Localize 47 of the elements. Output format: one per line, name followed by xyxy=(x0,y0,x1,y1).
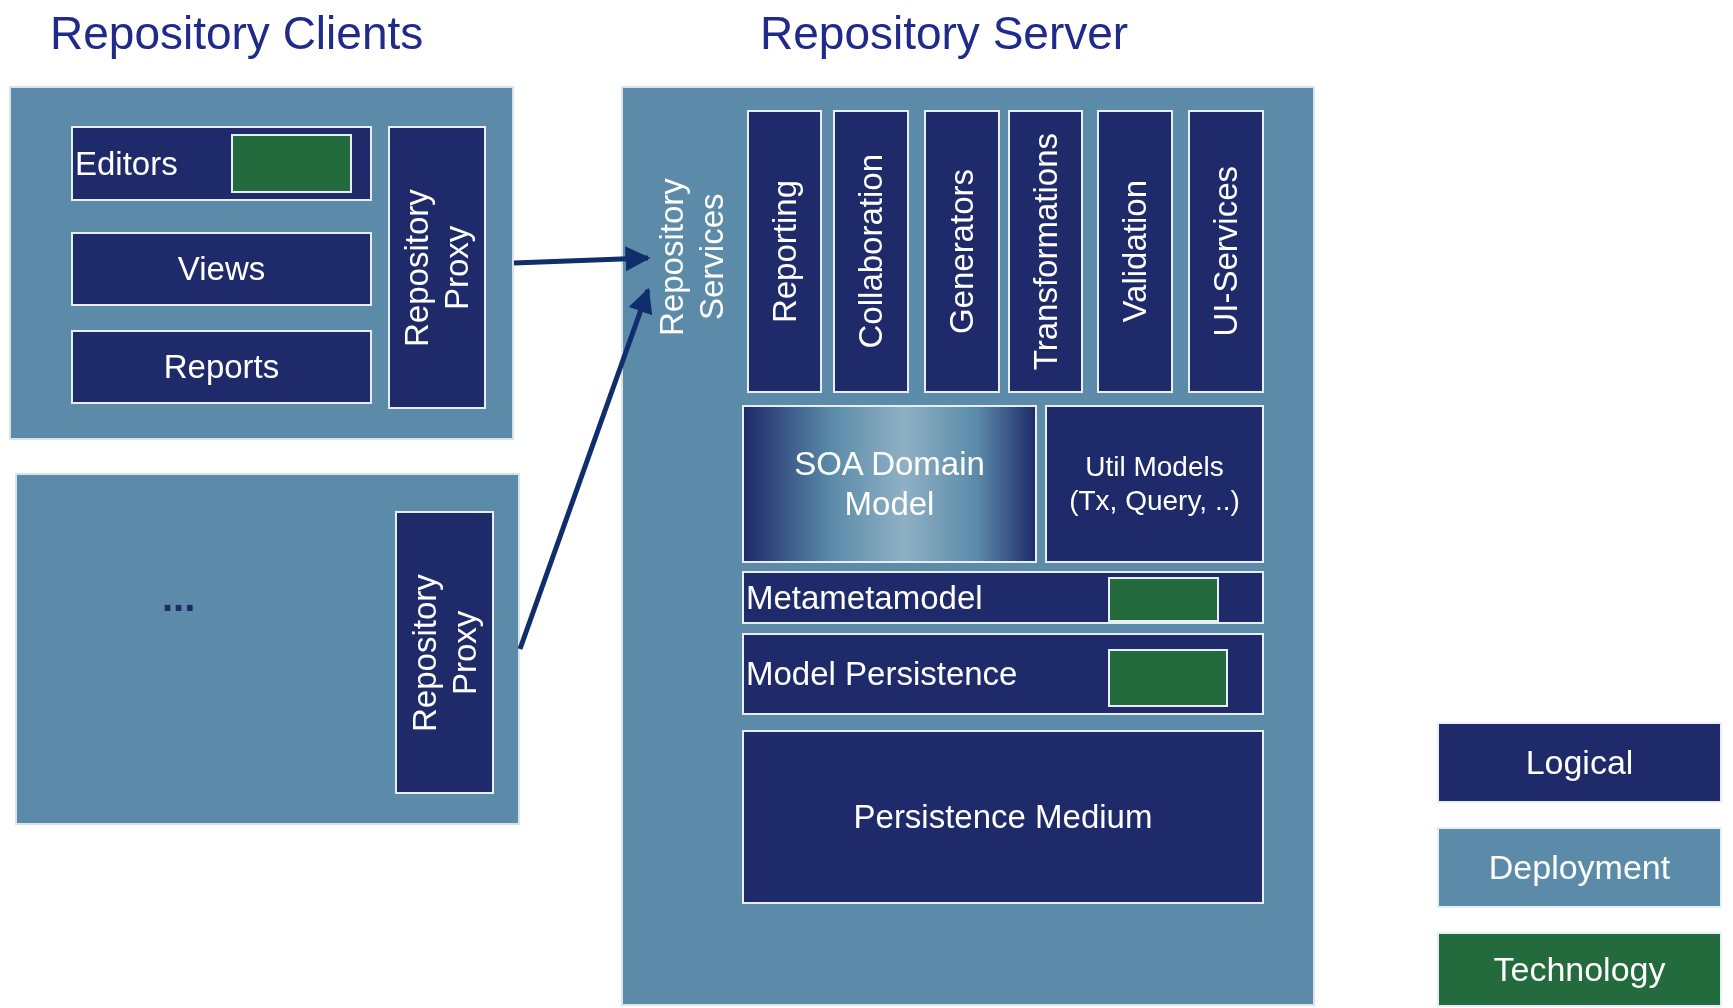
arrow xyxy=(513,246,651,272)
logical-box xyxy=(742,730,1264,904)
technology-box xyxy=(231,134,352,193)
technology-box xyxy=(1108,577,1219,622)
box-label: Persistence Medium xyxy=(853,797,1153,837)
box-label: Editors xyxy=(75,143,178,184)
legend-label: Deployment xyxy=(1488,848,1671,887)
legend-label: Logical xyxy=(1525,743,1634,782)
box-label: Util Models (Tx, Query, ..) xyxy=(1068,450,1241,518)
deployment-panel xyxy=(621,86,1315,1006)
box-label: UI-Services xyxy=(1206,166,1246,337)
logical-box xyxy=(833,110,909,393)
technology-box xyxy=(1108,649,1228,707)
logical-box xyxy=(1097,110,1173,393)
deployment-panel xyxy=(15,473,520,825)
box-label: Reporting xyxy=(764,179,804,324)
ellipsis-label: ... xyxy=(162,575,196,620)
logical-box xyxy=(1045,405,1264,563)
column-heading: Repository Clients xyxy=(50,6,424,60)
box-label: Collaboration xyxy=(851,154,891,349)
logical-box xyxy=(742,571,1264,624)
column-heading: Repository Server xyxy=(760,6,1129,60)
logical-box xyxy=(388,126,486,409)
logical-box xyxy=(742,633,1264,715)
box-label: Repository Proxy xyxy=(404,572,484,734)
deployment-panel xyxy=(9,86,514,440)
gradient-box xyxy=(742,405,1037,563)
box-label: Metametamodel xyxy=(746,577,983,618)
logical-box xyxy=(924,110,1000,393)
logical-box xyxy=(395,511,494,794)
arrow xyxy=(517,287,653,650)
logical-box xyxy=(747,110,822,393)
logical-box xyxy=(1008,110,1083,393)
logical-box xyxy=(1188,110,1264,393)
box-label: Reports xyxy=(163,347,280,387)
vertical-label: Repository Services xyxy=(652,177,731,338)
logical-box xyxy=(71,232,372,306)
box-label: Validation xyxy=(1115,180,1155,323)
box-label: Transformations xyxy=(1025,132,1065,371)
legend-label: Technology xyxy=(1493,950,1666,989)
box-label: Views xyxy=(177,249,266,289)
box-label: Generators xyxy=(942,168,982,335)
box-label: Model Persistence xyxy=(746,654,1018,694)
logical-box xyxy=(71,330,372,404)
logical-box xyxy=(71,126,372,201)
box-label: Repository Proxy xyxy=(397,187,476,349)
box-label: SOA Domain Model xyxy=(793,444,986,524)
